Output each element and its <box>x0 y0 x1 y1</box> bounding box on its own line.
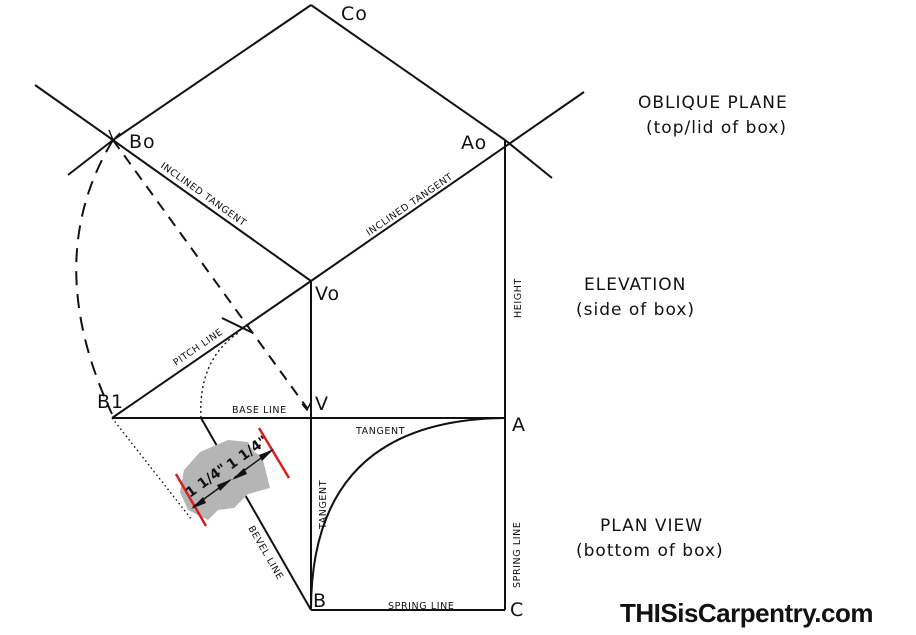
extension-line-left <box>34 84 114 141</box>
bo-arrow-tick <box>108 129 121 142</box>
b1-dotted-line <box>111 417 193 521</box>
red-marker-left <box>174 473 208 527</box>
point-a-label: A <box>512 414 526 436</box>
elevation-lines <box>75 129 506 419</box>
dotted-arc <box>200 332 239 419</box>
section-headings: OBLIQUE PLANE (top/lid of box) ELEVATION… <box>576 93 788 561</box>
extension-line-right <box>504 139 553 179</box>
line-labels: INCLINED TANGENT INCLINED TANGENT HEIGHT… <box>158 160 524 612</box>
line-co-ao <box>310 4 506 141</box>
point-v-label: V <box>315 393 329 415</box>
elevation-subtitle: (side of box) <box>576 300 695 320</box>
red-marker-right <box>257 427 291 479</box>
tangent-vertical-label: TANGENT <box>318 480 329 530</box>
bo-v-dashed-line <box>112 139 308 409</box>
point-bo-label: Bo <box>129 131 156 153</box>
bo-b1-dashed-arc <box>75 139 114 415</box>
spring-line-horizontal-label: SPRING LINE <box>388 601 454 612</box>
elevation-title: ELEVATION <box>584 275 686 295</box>
point-co-label: Co <box>341 3 368 25</box>
inclined-tangent-right-label: INCLINED TANGENT <box>364 171 455 238</box>
oblique-plane-lines <box>34 4 585 282</box>
plan-view-lines <box>111 417 506 611</box>
plan-view-subtitle: (bottom of box) <box>576 541 724 561</box>
oblique-plane-title: OBLIQUE PLANE <box>638 93 788 113</box>
oblique-plane-subtitle: (top/lid of box) <box>646 118 787 138</box>
point-labels: Co Bo Ao Vo V B1 A B C <box>97 3 526 621</box>
point-b-label: B <box>313 590 327 612</box>
tangent-horizontal-label: TANGENT <box>355 426 405 437</box>
extension-line-lower-left <box>67 139 114 176</box>
point-ao-label: Ao <box>461 132 487 154</box>
pitch-line-tick <box>221 317 254 334</box>
dimension-detail: 1 1/4" 1 1/4" <box>174 427 291 527</box>
inclined-tangent-left-label: INCLINED TANGENT <box>158 160 248 229</box>
height-label: HEIGHT <box>513 278 524 318</box>
pitch-line-label: PITCH LINE <box>171 327 225 369</box>
v-tick <box>301 401 312 412</box>
arrow-right-inner <box>232 468 247 480</box>
base-line-label: BASE LINE <box>232 405 287 416</box>
plan-arc <box>310 417 506 611</box>
inclined-tangent-left-line <box>109 137 312 282</box>
spring-line-vertical-label: SPRING LINE <box>512 522 523 588</box>
point-b1-label: B1 <box>97 391 124 413</box>
point-c-label: C <box>510 599 524 621</box>
line-bo-co <box>112 4 312 141</box>
brand-logo-text: THISisCarpentry.com <box>620 598 873 628</box>
plan-view-title: PLAN VIEW <box>600 516 703 536</box>
arrow-left-inner <box>217 479 232 491</box>
arrow-right-outer <box>259 449 274 461</box>
arrow-left-outer <box>191 497 206 509</box>
inclined-tangent-right-line <box>310 91 585 282</box>
point-vo-label: Vo <box>315 283 340 305</box>
pitch-line <box>111 280 312 419</box>
